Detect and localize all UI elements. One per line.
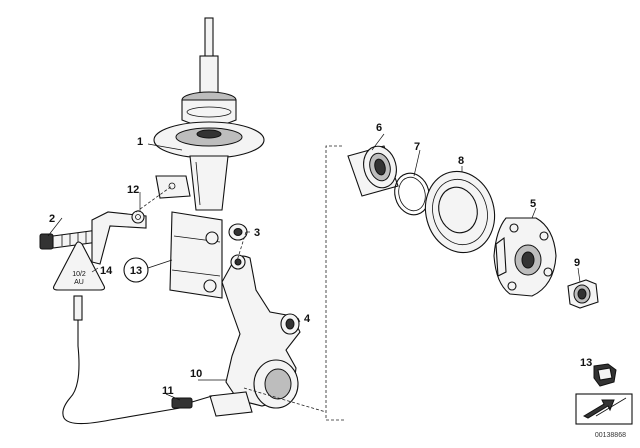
inset-nut-13 xyxy=(593,363,617,387)
callout-1: 1 xyxy=(137,136,143,148)
steering-knuckle xyxy=(209,254,301,417)
collar-nut-9 xyxy=(567,279,599,309)
callout-14: 14 xyxy=(100,265,113,277)
nut-part-3 xyxy=(228,223,248,241)
dashed-guides xyxy=(135,145,346,421)
callout-13-circle xyxy=(123,257,149,283)
abs-sensor-cable xyxy=(62,295,213,425)
strut-assembly xyxy=(153,17,265,299)
callout-3: 3 xyxy=(254,227,260,239)
callout-2: 2 xyxy=(49,213,55,225)
callout-13-circled: 13 xyxy=(130,265,142,277)
leader-lines xyxy=(47,133,581,401)
warning-label-14: 10/2 AU xyxy=(52,241,106,291)
callout-8: 8 xyxy=(458,155,464,167)
bolt-part-2 xyxy=(39,229,99,250)
warning-label-line1: 10/2 xyxy=(72,271,86,278)
arrow-box xyxy=(575,393,633,425)
callout-11: 11 xyxy=(162,385,174,397)
circlip-7 xyxy=(394,172,430,216)
callout-13-inset: 13 xyxy=(580,357,592,369)
cable-bracket-12 xyxy=(91,210,147,265)
callout-9: 9 xyxy=(574,257,580,269)
wheel-bearing-6 xyxy=(347,145,399,197)
callout-5: 5 xyxy=(530,198,536,210)
callouts: 1 2 3 4 5 6 7 8 9 10 11 12 13 14 13 xyxy=(49,122,592,397)
drawing-reference-number: 00138868 xyxy=(595,432,626,439)
callout-7: 7 xyxy=(414,141,420,153)
callout-12: 12 xyxy=(127,184,139,196)
callout-4: 4 xyxy=(304,313,311,325)
wheel-hub-5 xyxy=(493,217,557,297)
callout-6: 6 xyxy=(376,122,382,134)
callout-10: 10 xyxy=(190,368,202,380)
dust-shield-8 xyxy=(424,170,496,254)
warning-label-line2: AU xyxy=(74,279,84,286)
